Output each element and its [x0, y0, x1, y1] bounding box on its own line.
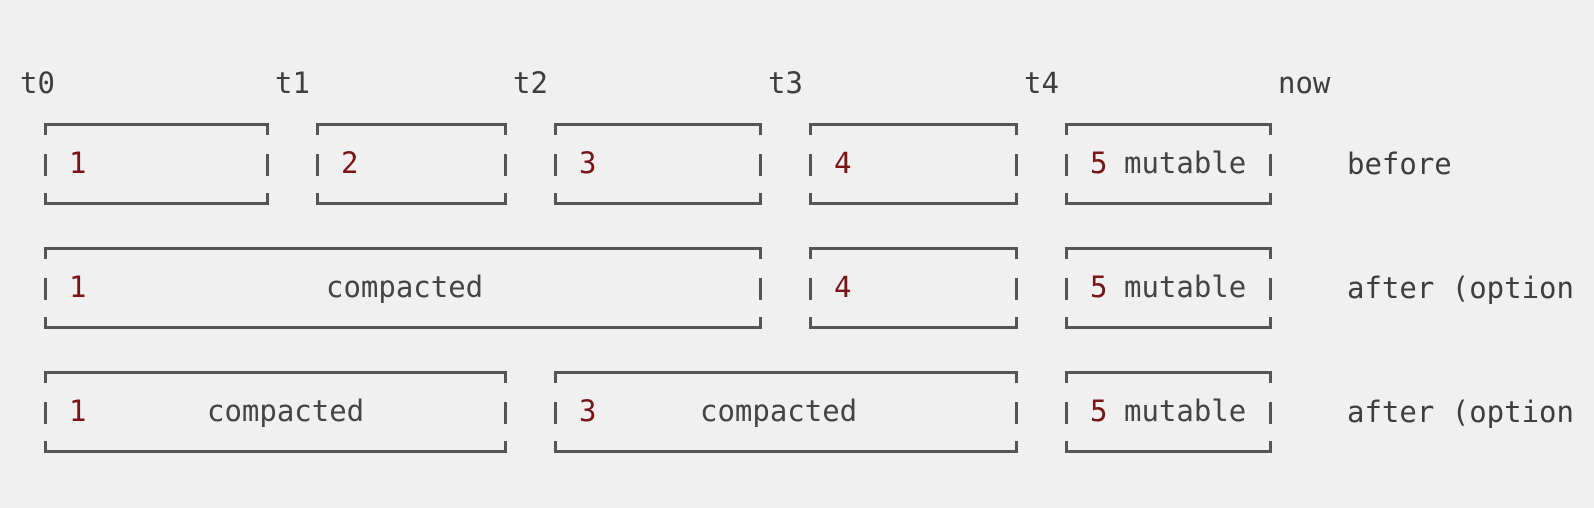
- segment-id: 4: [834, 146, 852, 180]
- segment-note: compacted: [326, 270, 484, 304]
- tick-t4: t4: [1024, 66, 1059, 100]
- segment-box: 2: [316, 123, 507, 205]
- segment-box: 5 mutable: [1065, 123, 1272, 205]
- tick-t1: t1: [275, 66, 310, 100]
- segment-box: 3 compacted: [554, 371, 1018, 453]
- segment-note: mutable: [1124, 394, 1247, 428]
- segment-note: mutable: [1124, 146, 1247, 180]
- segment-note: mutable: [1124, 270, 1247, 304]
- tick-t0: t0: [20, 66, 55, 100]
- tick-t3: t3: [768, 66, 803, 100]
- segment-box: 4: [809, 247, 1018, 329]
- tick-now: now: [1278, 66, 1331, 100]
- segment-id: 1: [69, 270, 87, 304]
- segment-id: 3: [579, 394, 597, 428]
- segment-box: 1: [44, 123, 269, 205]
- tick-t2: t2: [513, 66, 548, 100]
- segment-id: 5: [1090, 146, 1108, 180]
- row-label: after (option: [1347, 271, 1574, 305]
- segment-note: compacted: [207, 394, 365, 428]
- segment-box: 5 mutable: [1065, 371, 1272, 453]
- segment-id: 2: [341, 146, 359, 180]
- row-label: before: [1347, 147, 1452, 181]
- segment-box: 1 compacted: [44, 247, 762, 329]
- segment-note: compacted: [700, 394, 858, 428]
- segment-id: 3: [579, 146, 597, 180]
- segment-id: 4: [834, 270, 852, 304]
- segment-box: 3: [554, 123, 762, 205]
- segment-box: 1 compacted: [44, 371, 507, 453]
- segment-box: 4: [809, 123, 1018, 205]
- row-label: after (option: [1347, 395, 1574, 429]
- segment-id: 5: [1090, 394, 1108, 428]
- segment-id: 1: [69, 394, 87, 428]
- segment-box: 5 mutable: [1065, 247, 1272, 329]
- segment-id: 5: [1090, 270, 1108, 304]
- segment-id: 1: [69, 146, 87, 180]
